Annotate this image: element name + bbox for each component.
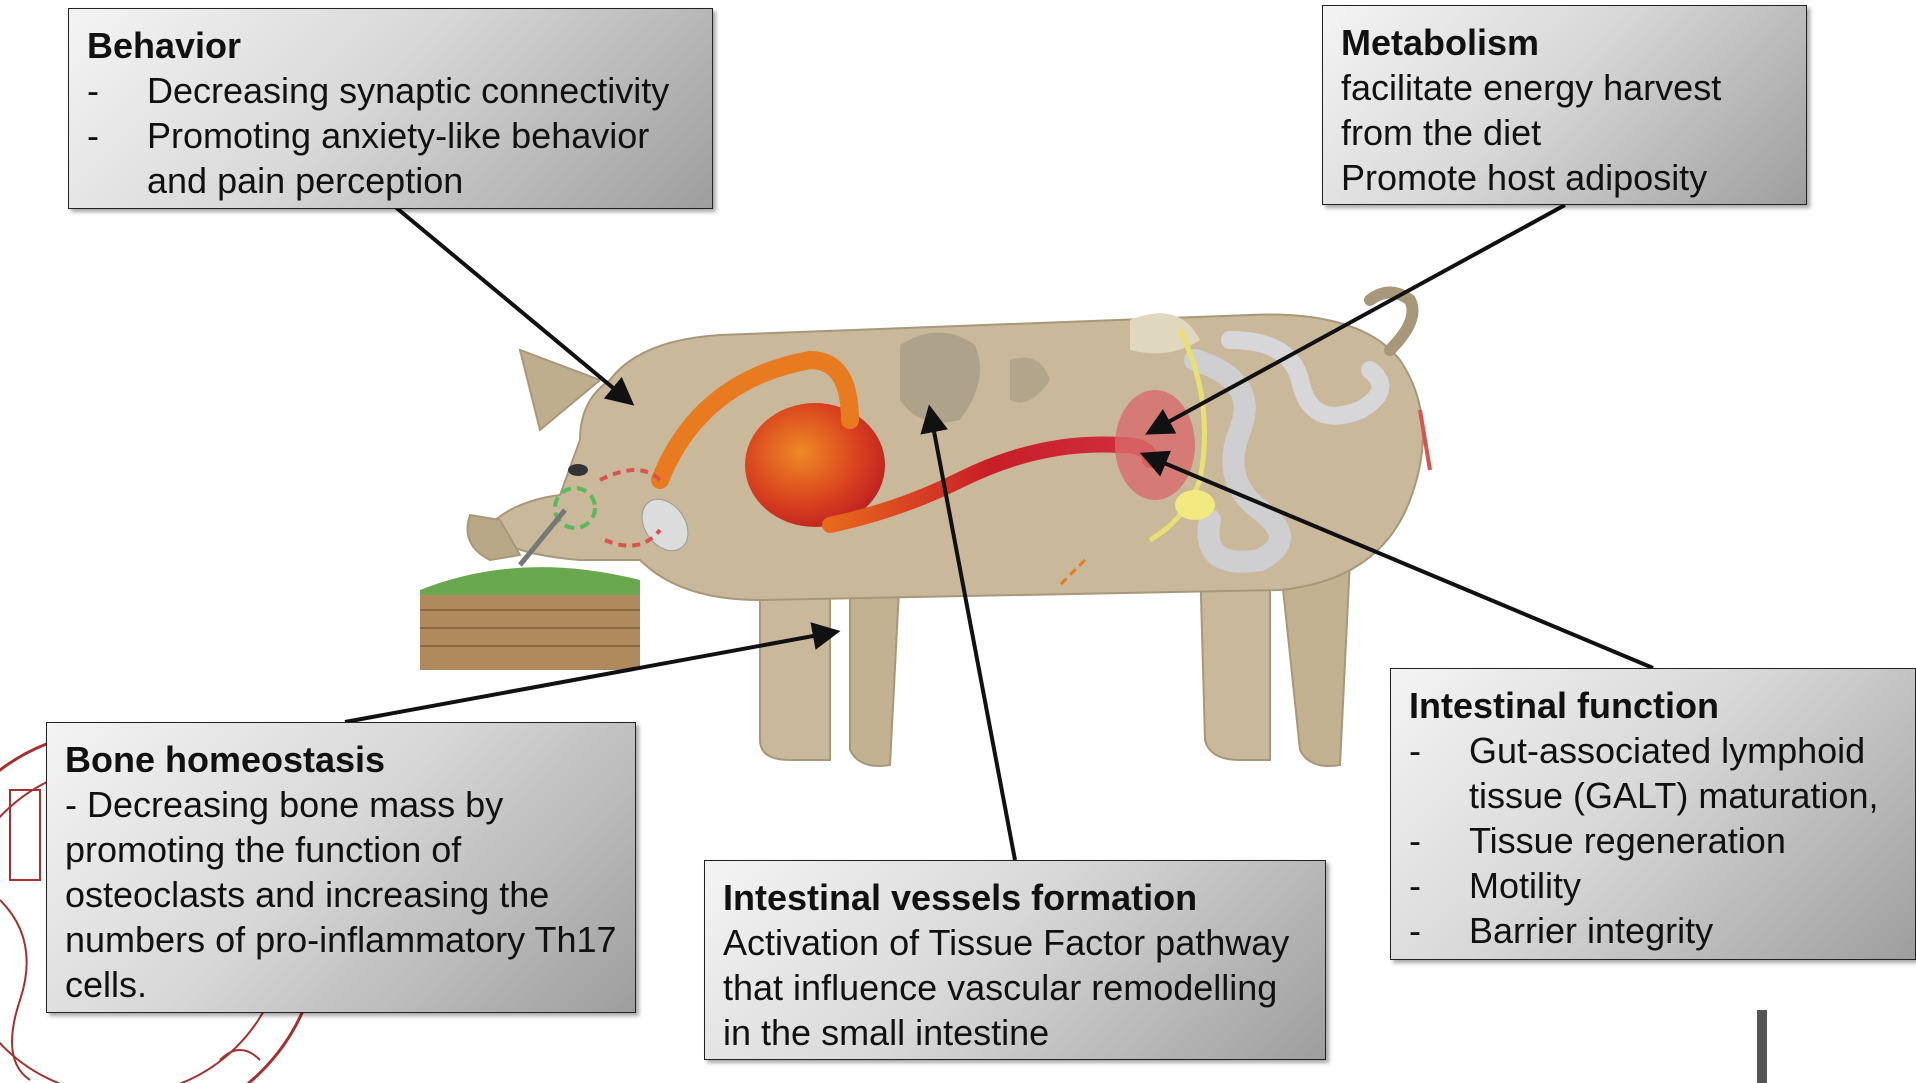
dash: -: [87, 68, 147, 113]
intestinal-item: - Gut-associated lymphoid tissue (GALT) …: [1409, 728, 1897, 818]
behavior-title: Behavior: [87, 23, 694, 68]
intestinal-item-text: Barrier integrity: [1469, 908, 1897, 953]
bone-text: - Decreasing bone mass by promoting the …: [65, 782, 617, 1007]
behavior-item: - Decreasing synaptic connectivity: [87, 68, 694, 113]
intestinal-item: - Tissue regeneration: [1409, 818, 1897, 863]
bone-title: Bone homeostasis: [65, 737, 617, 782]
behavior-item: - Promoting anxiety-like behavior and pa…: [87, 113, 694, 203]
metabolism-box: Metabolism facilitate energy harvest fro…: [1322, 5, 1807, 205]
dash: -: [1409, 863, 1469, 908]
bone-homeostasis-box: Bone homeostasis - Decreasing bone mass …: [46, 722, 636, 1013]
intestinal-function-box: Intestinal function - Gut-associated lym…: [1390, 668, 1916, 960]
dash: -: [1409, 818, 1469, 863]
vessels-box: Intestinal vessels formation Activation …: [704, 860, 1326, 1060]
feed-trough: [420, 567, 640, 670]
dash: -: [87, 113, 147, 203]
intestinal-item: - Motility: [1409, 863, 1897, 908]
behavior-item-text: Decreasing synaptic connectivity: [147, 68, 694, 113]
vessels-text: Activation of Tissue Factor pathway that…: [723, 920, 1307, 1055]
intestinal-item-text: Motility: [1469, 863, 1897, 908]
metabolism-line: Promote host adiposity: [1341, 155, 1788, 200]
vessels-title: Intestinal vessels formation: [723, 875, 1307, 920]
pig-illustration: [468, 293, 1431, 767]
metabolism-line: from the diet: [1341, 110, 1788, 155]
behavior-box: Behavior - Decreasing synaptic connectiv…: [68, 8, 713, 209]
dash: -: [1409, 908, 1469, 953]
intestinal-item-text: Tissue regeneration: [1469, 818, 1897, 863]
metabolism-title: Metabolism: [1341, 20, 1788, 65]
dash: -: [1409, 728, 1469, 818]
intestinal-item-text: Gut-associated lymphoid tissue (GALT) ma…: [1469, 728, 1897, 818]
intestinal-item: - Barrier integrity: [1409, 908, 1897, 953]
behavior-arrow: [393, 205, 630, 402]
slide-bar: [1757, 1010, 1767, 1083]
intestinal-title: Intestinal function: [1409, 683, 1897, 728]
behavior-item-text: Promoting anxiety-like behavior and pain…: [147, 113, 694, 203]
metabolism-line: facilitate energy harvest: [1341, 65, 1788, 110]
